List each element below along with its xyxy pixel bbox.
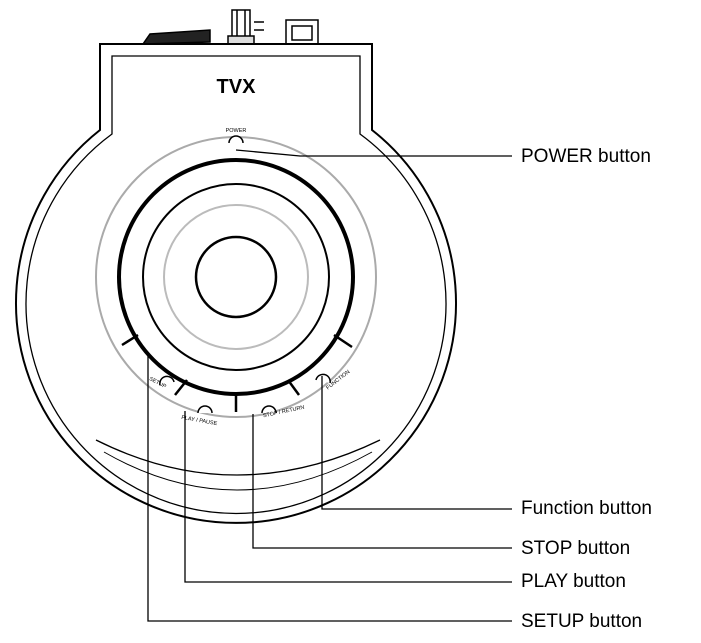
center-button[interactable] [194,235,278,319]
control-ring-mid [142,183,330,371]
brand-logo: TVX [217,76,257,98]
housing-base-edge [95,439,381,476]
leader-line-setup [147,356,512,622]
leader-line-function [321,376,512,510]
segment-dividers [121,333,353,412]
leader-line-play [184,411,512,583]
play-pause-button[interactable] [197,405,213,414]
power-label: POWER [226,128,247,134]
control-ring-light [163,204,309,350]
stop-return-button[interactable] [261,405,277,414]
device-housing-inner [25,55,447,515]
callout-play-button: PLAY button [521,571,626,592]
power-button[interactable] [228,135,244,144]
rocker-switch [141,29,211,45]
callout-stop-button: STOP button [521,538,631,559]
function-button[interactable] [315,373,331,384]
callout-power-button: POWER button [521,146,651,167]
leader-line-power [235,149,512,157]
leader-line-stop [252,414,512,549]
housing-base-edge-2 [103,451,373,491]
callout-setup-button: SETUP button [521,611,643,632]
callout-function-button: Function button [521,498,652,519]
dc-jack-connector [227,9,264,45]
setup-button[interactable] [159,375,175,386]
usb-port-connector [285,19,319,45]
